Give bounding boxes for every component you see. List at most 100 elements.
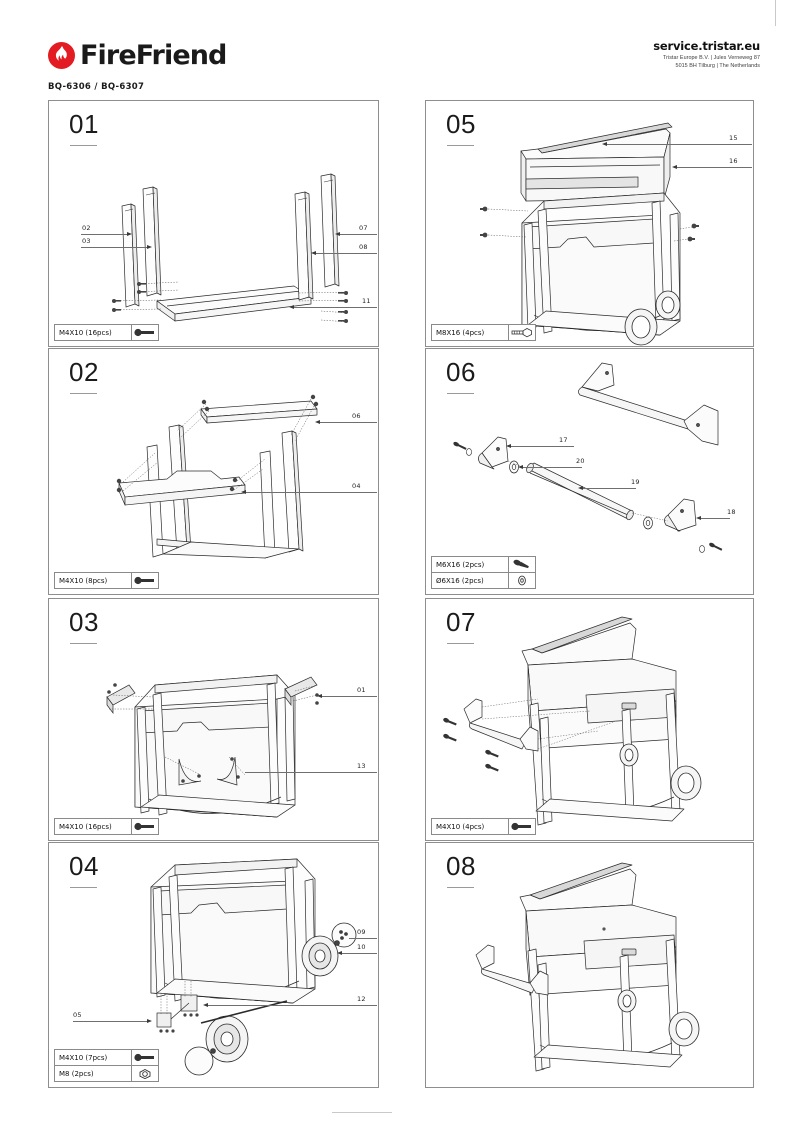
callout-20: 20: [576, 457, 585, 465]
brand-name: FireFriend: [80, 40, 227, 71]
step-underline: [447, 393, 474, 394]
service-info: service.tristar.eu Tristar Europe B.V. |…: [653, 39, 760, 71]
callout-08: 08: [359, 243, 368, 251]
callout-02: 02: [82, 224, 91, 232]
hardware-label: Ø6X16 (2pcs): [431, 572, 509, 589]
step-underline: [447, 887, 474, 888]
assembly-drawing-08: [426, 843, 753, 1087]
crop-mark-bottom-center: [332, 1112, 392, 1113]
callout-11: 11: [362, 297, 371, 305]
bolt-icon: [131, 324, 159, 341]
hardware-label: M8 (2pcs): [54, 1065, 132, 1082]
leader-line-11: [293, 307, 377, 308]
hardware-row: M4X10 (4pcs): [431, 818, 536, 835]
step-panel-03: 03: [48, 598, 379, 841]
step-number-03: 03: [69, 607, 99, 637]
step-number-07: 07: [446, 607, 476, 637]
leader-arrow-04: [241, 489, 246, 494]
callout-16: 16: [729, 157, 738, 165]
bolt-icon: [131, 572, 159, 589]
bolt-icon: [508, 818, 536, 835]
assembly-drawing-01: [49, 101, 378, 346]
leader-line-10: [341, 953, 377, 954]
leader-arrow-20: [518, 464, 523, 469]
leader-line-03: [81, 247, 149, 248]
hardware-legend-05: M8X16 (4pcs): [431, 324, 536, 341]
hardware-legend-01: M4X10 (16pcs): [54, 324, 159, 341]
assembly-drawing-05: [426, 101, 753, 346]
bolt-icon: [131, 1049, 159, 1066]
hex-bolt-icon: [508, 324, 536, 341]
step-panel-07: 07: [425, 598, 754, 841]
step-number-01: 01: [69, 109, 99, 139]
callout-03: 03: [82, 237, 91, 245]
step-panel-05: 05: [425, 100, 754, 347]
step-underline: [447, 145, 474, 146]
assembly-drawing-07: [426, 599, 753, 840]
leader-arrow-18: [696, 515, 701, 520]
leader-arrow-12: [203, 1002, 208, 1007]
brand-logo: FireFriend: [48, 40, 227, 71]
leader-line-07: [339, 234, 377, 235]
leader-line-12: [207, 1005, 377, 1006]
hardware-legend-02: M4X10 (8pcs): [54, 572, 159, 589]
hardware-label: M4X10 (8pcs): [54, 572, 132, 589]
leader-arrow-10: [337, 950, 342, 955]
service-address-line-2: 5015 BH Tilburg | The Netherlands: [675, 63, 760, 70]
hardware-label: M4X10 (7pcs): [54, 1049, 132, 1066]
leader-line-05: [73, 1021, 149, 1022]
step-underline: [70, 145, 97, 146]
service-url: service.tristar.eu: [653, 39, 760, 53]
leader-arrow-02: [127, 231, 132, 236]
hardware-row: M4X10 (16pcs): [54, 818, 159, 835]
bolt-icon: [131, 818, 159, 835]
callout-19: 19: [631, 478, 640, 486]
callout-13: 13: [357, 762, 366, 770]
washer-icon: [508, 572, 536, 589]
hardware-row: Ø6X16 (2pcs): [431, 572, 536, 589]
step-panel-04: 04: [48, 842, 379, 1088]
leader-line-04: [245, 492, 377, 493]
callout-12: 12: [357, 995, 366, 1003]
leader-arrow-15: [602, 141, 607, 146]
leader-line-06: [319, 422, 377, 423]
nut-icon: [131, 1065, 159, 1082]
callout-10: 10: [357, 943, 366, 951]
step-number-02: 02: [69, 357, 99, 387]
hardware-label: M4X10 (16pcs): [54, 324, 132, 341]
leader-arrow-05: [147, 1018, 152, 1023]
hardware-label: M4X10 (16pcs): [54, 818, 132, 835]
step-number-04: 04: [69, 851, 99, 881]
leader-arrow-06: [315, 419, 320, 424]
step-underline: [70, 643, 97, 644]
screw-icon: [508, 556, 536, 573]
callout-06: 06: [352, 412, 361, 420]
assembly-drawing-04: [49, 843, 378, 1087]
service-address-line-1: Tristar Europe B.V. | Jules Verneweg 87: [662, 54, 760, 61]
callout-04: 04: [352, 482, 361, 490]
step-panel-02: 02: [48, 348, 379, 595]
hardware-row: M6X16 (2pcs): [431, 556, 536, 573]
step-underline: [70, 393, 97, 394]
hardware-row: M8X16 (4pcs): [431, 324, 536, 341]
leader-line-15: [606, 144, 752, 145]
leader-line-19: [582, 488, 636, 489]
hardware-row: M4X10 (8pcs): [54, 572, 159, 589]
leader-line-18: [700, 518, 730, 519]
hardware-legend-04: M4X10 (7pcs) M8 (2pcs): [54, 1049, 159, 1082]
leader-line-16: [676, 167, 752, 168]
leader-arrow-11: [289, 304, 294, 309]
hardware-row: M8 (2pcs): [54, 1065, 159, 1082]
step-panel-08: 08: [425, 842, 754, 1088]
model-numbers: BQ-6306 / BQ-6307: [48, 82, 145, 92]
callout-18: 18: [727, 508, 736, 516]
leader-arrow-16: [672, 164, 677, 169]
leader-arrow-17: [506, 443, 511, 448]
leader-line-08: [315, 253, 377, 254]
callout-09: 09: [357, 928, 366, 936]
step-number-08: 08: [446, 851, 476, 881]
hardware-row: M4X10 (16pcs): [54, 324, 159, 341]
step-underline: [70, 887, 97, 888]
flame-icon: [48, 42, 75, 69]
crop-mark-top-right: [775, 0, 776, 26]
